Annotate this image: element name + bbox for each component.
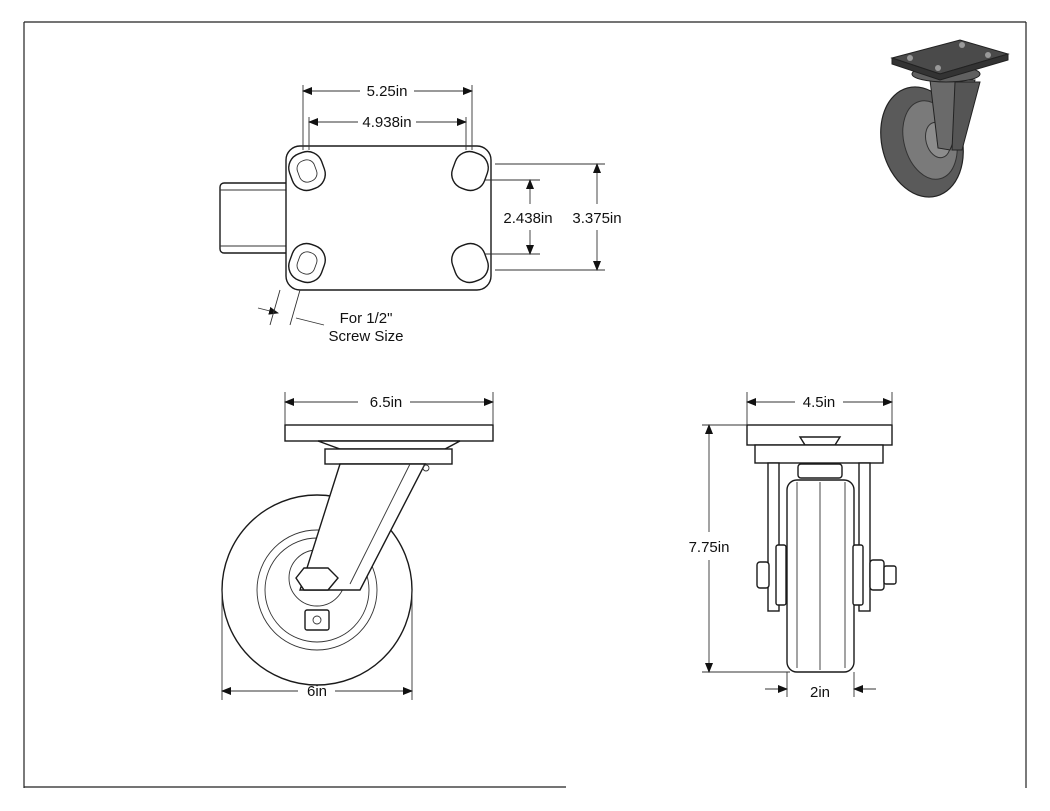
dim-label: 7.75in: [689, 539, 730, 556]
bolt-slot: [288, 150, 326, 192]
side-view-caster: [221, 424, 494, 686]
dim-label: 3.375in: [572, 210, 621, 227]
dim-label: 5.25in: [367, 83, 408, 100]
dim-label: 4.938in: [362, 114, 411, 131]
dim-plate-front: 4.5in: [746, 392, 893, 425]
note-line: Screw Size: [328, 328, 403, 345]
dim-bolt-spacing-length: 4.938in: [308, 114, 467, 150]
dim-plate-length: 5.25in: [302, 83, 473, 150]
sheet-border: [23, 21, 1027, 788]
dim-plate-width: 3.375in: [495, 163, 622, 271]
dim-bolt-spacing-width: 2.438in: [485, 179, 553, 255]
bolt-slot: [451, 150, 489, 192]
isometric-caster-render: [880, 39, 1010, 198]
dim-overall-plate-side: 6.5in: [284, 392, 494, 425]
front-view-caster: [746, 424, 897, 673]
note-line: For 1/2": [340, 310, 393, 327]
dim-label: 2in: [810, 684, 830, 701]
dim-label: 4.5in: [803, 394, 836, 411]
dim-label: 2.438in: [503, 210, 552, 227]
dim-overall-height: 7.75in: [689, 424, 790, 673]
dim-wheel-width: 2in: [765, 672, 876, 712]
dim-label: 6in: [307, 683, 327, 700]
bolt-slot: [288, 242, 326, 284]
screw-size-note: For 1/2" Screw Size: [257, 289, 404, 345]
bolt-slot: [451, 242, 489, 284]
dim-wheel-diameter: 6in: [221, 590, 413, 700]
top-view-mount-plate: [219, 145, 492, 291]
dim-label: 6.5in: [370, 394, 403, 411]
